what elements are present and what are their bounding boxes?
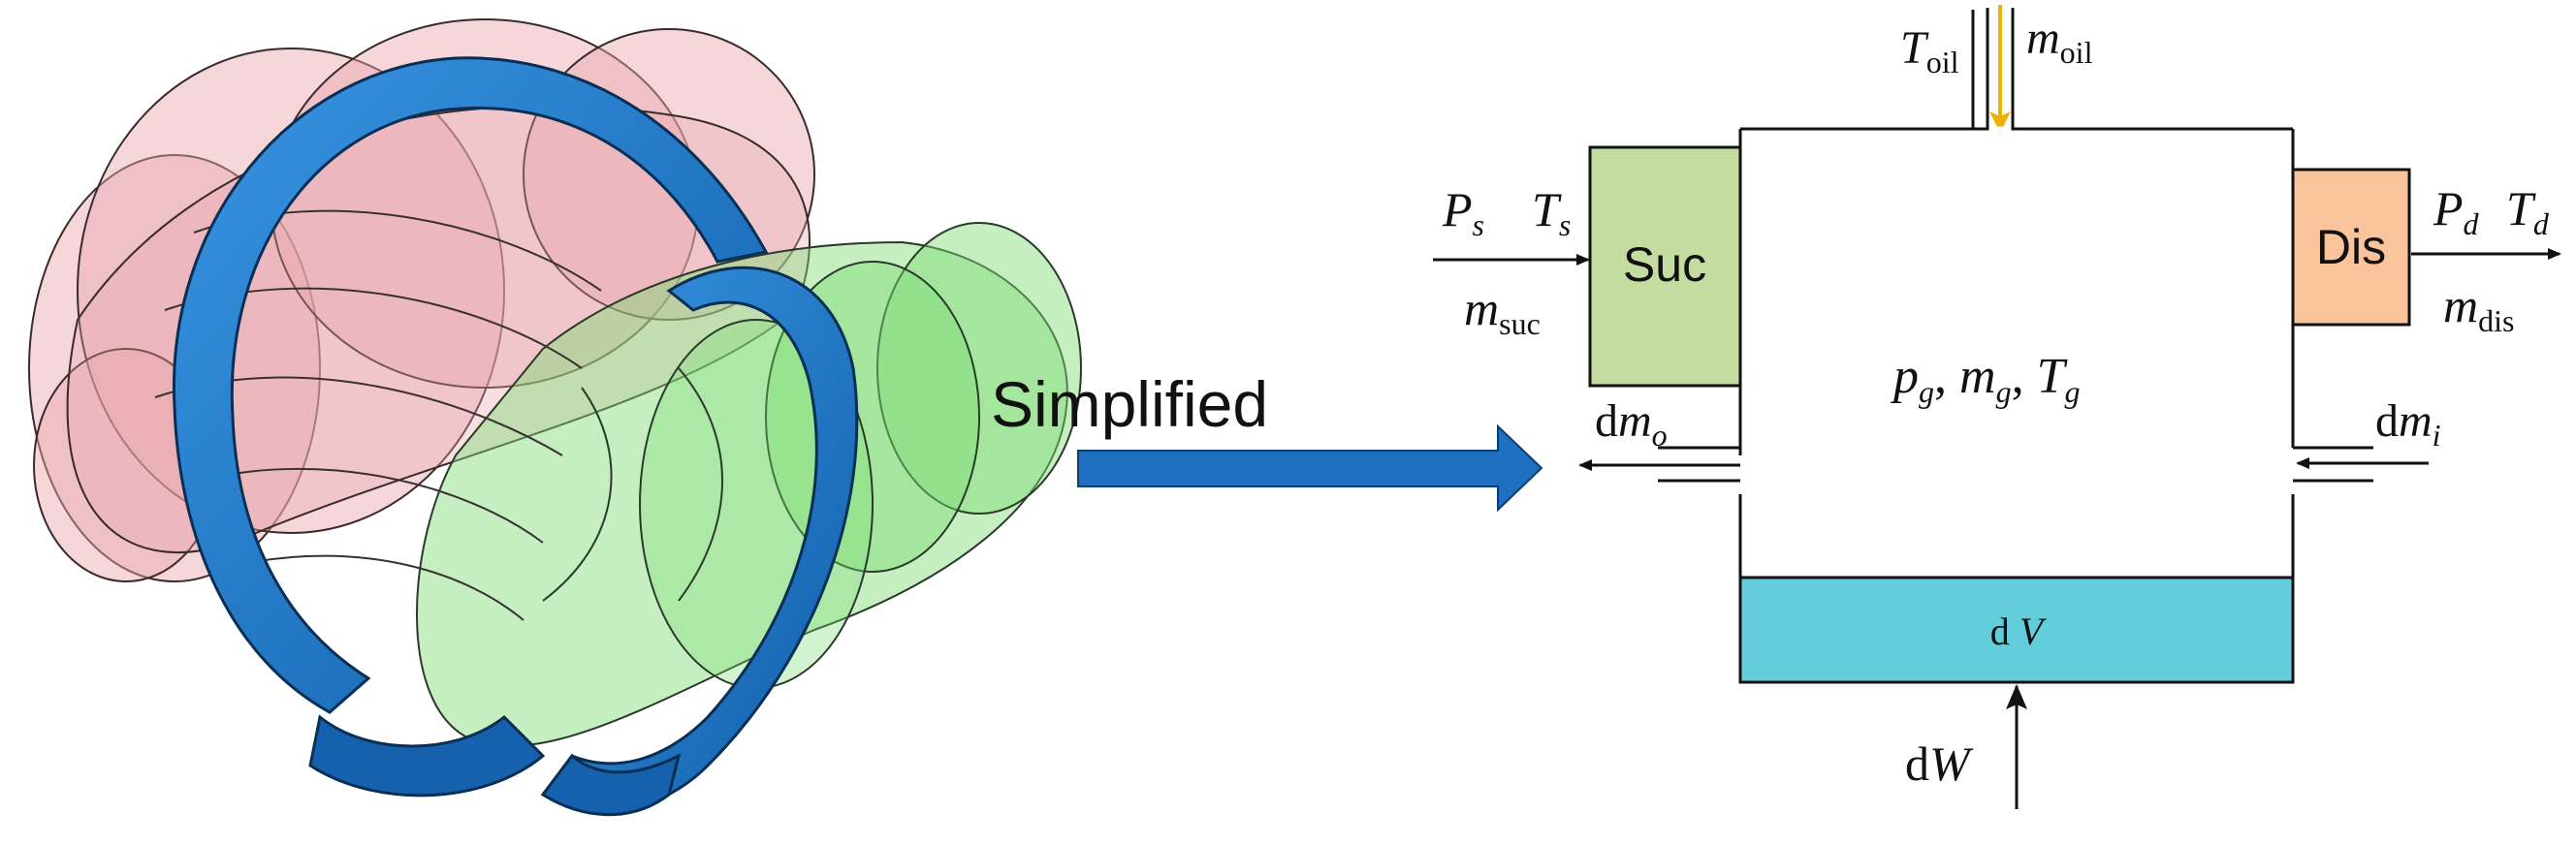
- housing-band-icon: [172, 56, 859, 817]
- volume-change-box: [1738, 576, 2295, 684]
- suction-box: [1588, 145, 1742, 388]
- right-arrow-icon: [1077, 423, 1543, 513]
- oil-temperature-label: Toil: [1900, 22, 1959, 79]
- discharge-temperature-label: Td: [2506, 181, 2550, 241]
- leakage-in-label: dmi: [2375, 395, 2441, 453]
- leakage-in-port: [2293, 446, 2373, 483]
- volume-change-label: d V: [1990, 610, 2048, 653]
- suction-box-label: Suc: [1623, 237, 1706, 292]
- discharge-box-label: Dis: [2316, 220, 2386, 274]
- work-label: dW: [1905, 736, 1974, 791]
- oil-mass-label: moil: [2026, 13, 2093, 70]
- control-volume-diagram: Toil moil Suc Ps Ts msuc Dis Pd Td m: [1433, 5, 2561, 809]
- screw-compressor-3d-model: [28, 18, 1082, 817]
- leakage-out-port: [1658, 446, 1742, 483]
- suction-temperature-label: Ts: [1532, 182, 1571, 242]
- oil-inlet: [1971, 5, 2011, 133]
- suction-pressure-label: Ps: [1442, 182, 1484, 242]
- leakage-out-label: dmo: [1595, 395, 1668, 453]
- chamber-state-label: pg, mg, Tg: [1890, 349, 2080, 409]
- simplify-label: Simplified: [991, 368, 1268, 440]
- discharge-mass-label: mdis: [2443, 278, 2514, 338]
- discharge-pressure-label: Pd: [2433, 181, 2480, 241]
- suction-mass-label: msuc: [1464, 281, 1541, 341]
- simplify-arrow: Simplified: [991, 368, 1543, 513]
- discharge-box: [2291, 168, 2411, 327]
